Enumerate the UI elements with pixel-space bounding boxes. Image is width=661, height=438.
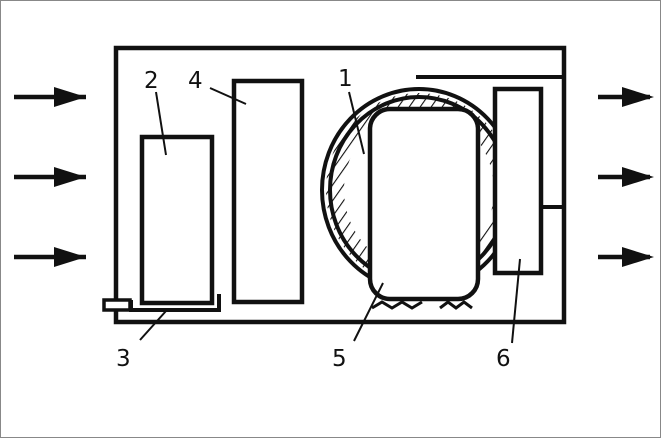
inflow-arrow-bottom-head [54, 247, 86, 267]
component-4-box [231, 78, 305, 305]
leader-line-6 [511, 258, 521, 344]
leader-line-3 [139, 310, 167, 341]
label-1: 1 [338, 66, 353, 92]
leader-line-4 [209, 87, 247, 105]
inflow-arrows [14, 87, 86, 267]
leader-line-2 [155, 91, 167, 156]
component-5-vibration-left [371, 300, 423, 310]
inflow-arrow-top-head [54, 87, 86, 107]
component-6-box [492, 86, 544, 276]
label-2: 2 [144, 68, 159, 94]
outflow-arrow-bottom-head [622, 247, 654, 267]
label-5: 5 [332, 346, 347, 372]
label-4: 4 [188, 68, 203, 94]
leader-line-1 [348, 91, 365, 155]
housing [113, 45, 567, 325]
component-3-drain [102, 298, 132, 312]
leader-line-5 [353, 282, 384, 342]
outflow-arrows [598, 87, 654, 267]
component-5-vibration-right [439, 300, 473, 310]
label-6: 6 [496, 346, 511, 372]
outflow-arrow-middle-head [622, 167, 654, 187]
component-2-box [139, 134, 215, 306]
inflow-arrow-middle-head [54, 167, 86, 187]
label-3: 3 [116, 346, 131, 372]
component-5-fan [367, 106, 481, 302]
outflow-arrow-top-head [622, 87, 654, 107]
